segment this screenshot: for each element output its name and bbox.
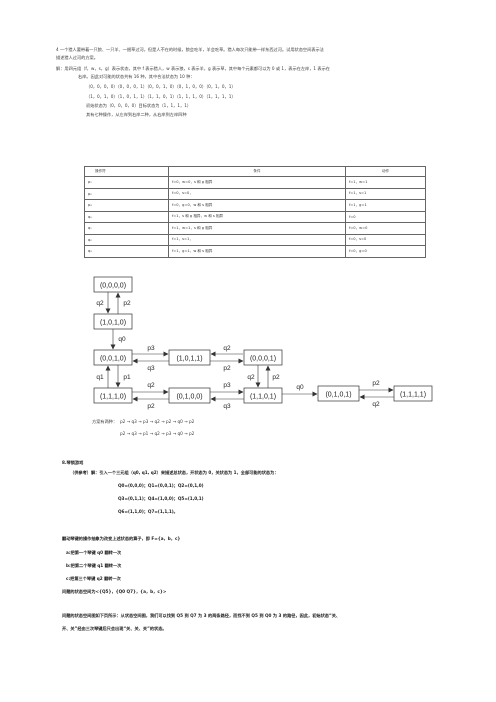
table-cell: f=1，w=1 (345, 176, 426, 189)
state-node (93, 349, 133, 366)
state-node (168, 349, 211, 366)
node-label: (0,0,1,0) (100, 356, 126, 363)
conclusion-line-2: 开、关”经由三次琴键后只会出现“关、关、关”的状态。 (62, 626, 167, 631)
init-goal-states: 初始状态为（0，0，0，0）目标状态为（1，1，1，1） (86, 103, 192, 108)
node-label: (0,1,0,1) (325, 392, 351, 399)
operator-a: a:把第一个琴键 q0 翻转一次 (66, 550, 122, 555)
state-node (317, 385, 360, 402)
operator-c: c:把第三个琴键 q2 翻转一次 (66, 576, 121, 581)
operator-b: b:把第二个琴键 q1 翻转一次 (66, 563, 122, 568)
table-cell: f=0，s=0 (345, 233, 426, 246)
node-label: (1,0,1,1) (176, 356, 202, 363)
solution-path-1: p2 → q3 → p3 → q2 → p2 → q0 → p2 (120, 419, 195, 424)
state-node (393, 385, 433, 402)
edge-label: q3 (223, 403, 231, 410)
edge-label: p2 (372, 380, 380, 387)
legal-states-1: （0，0，0，0）（0，0，0，1）（0，0，1，0）（0，1，0，0）（0，1… (86, 84, 236, 89)
edge-label: q2 (223, 345, 231, 352)
edge-label: p3 (223, 382, 231, 389)
edge-label: p2 (223, 365, 231, 372)
table-cell: q₂ (84, 233, 169, 246)
state-node (243, 349, 283, 366)
conclusion-line-1: 问题的状态空间图如下页所示：从状态空间图，我们可以找到 Q5 到 Q7 为 3 … (62, 613, 341, 618)
edge-label: q2 (147, 382, 155, 389)
state-list-2: Q3=(0,1,1)；Q4=(1,0,0)；Q5=(1,0,1) (118, 496, 204, 501)
solution-line-2: 右岸。因此对可能的状态共有 16 种，其中合法状态为 10 种： (78, 74, 195, 79)
edge-label: q2 (247, 374, 255, 381)
state-space-definition: 问题的状态空间为<{Q5}，{Q0 Q7}，{a，b，c}> (62, 589, 167, 594)
table-cell: f=0 (345, 210, 426, 223)
state-node (168, 387, 211, 404)
table-header-cell: 动作 (345, 166, 426, 177)
section-8-title: 8.琴锁游戏 (62, 460, 84, 465)
edge-label: q2 (96, 300, 104, 307)
table-cell: f=0，g=0 (345, 245, 426, 258)
node-label: (1,1,1,1) (400, 392, 426, 399)
solution-path-2: p2 → q3 → p1 → q2 → p3 → q0 → p2 (120, 431, 195, 436)
edge-label: q2 (372, 401, 380, 408)
legal-states-2: （1，0，1，0）（1，0，1，1）（1，1，0，1）（1，1，1，0）（1，1… (86, 94, 236, 99)
table-cell: f=1，s=1， (168, 233, 346, 246)
table-cell: p₁ (84, 176, 169, 189)
edge-label: p2 (147, 403, 155, 410)
node-label: (1,0,1,0) (100, 320, 126, 327)
table-header-row: 操作符 条件 动作 (84, 166, 426, 177)
node-label: (1,1,0,1) (250, 394, 276, 401)
edge-label: q1 (96, 374, 104, 381)
edge-label: p1 (123, 374, 131, 381)
paths-label: 方案有两种： (92, 419, 118, 424)
edge-label: p2 (123, 300, 131, 307)
state-node (93, 387, 133, 404)
table-cell: f=1，s=1 (345, 187, 426, 200)
intro-line-2: 描述猎人过河的方案。 (56, 55, 98, 60)
edge-label: p2 (272, 374, 280, 381)
node-label: (0,0,0,0) (100, 283, 126, 290)
edge-label: q0 (296, 384, 304, 391)
table-cell: f=1，s 和 g 相异，w 和 s 相异 (168, 210, 346, 223)
solution-line-1: 解：用四元组（f，w，s，g）表示状态，其中 f 表示猎人，w 表示狼，s 表示… (56, 66, 330, 71)
node-label: (1,1,1,0) (100, 394, 126, 401)
state-list-1: Q0=(0,0,0)；Q1=(0,0,1)；Q2=(0,1,0) (118, 483, 204, 488)
section-8-reference: （供参考）解：引入一个三元组（q0, q1, q2）来描述总状态，开状态为 0，… (70, 470, 279, 475)
node-label: (0,0,0,1) (250, 356, 276, 363)
table-cell: f=1，g=1 (345, 199, 426, 212)
edge-label: p3 (147, 345, 155, 352)
state-list-3: Q6=(1,1,0)；Q7=(1,1,1)。 (118, 509, 178, 514)
table-cell: f=0，w=0 (345, 222, 426, 235)
state-node (243, 387, 283, 404)
operators-title: 翻动琴键的操作抽象为改变上述状态的算子，即 F={a，b，c} (62, 536, 181, 541)
table-cell: f=0，s=0， (168, 187, 346, 200)
node-label: (0,1,0,0) (176, 394, 202, 401)
table-cell: p₂ (84, 187, 169, 200)
intro-line-1: 4 一个猎人要带着一只狼、一只羊、一捆草过河，但是人不在的时候，狼会吃羊，羊会吃… (56, 47, 324, 52)
state-node (93, 276, 133, 293)
edge-label: q3 (147, 365, 155, 372)
edge-label: q0 (118, 336, 126, 343)
operators-intro: 其有七种操作，从左岸到右岸二种，从右岸到左岸四种 (86, 112, 187, 117)
